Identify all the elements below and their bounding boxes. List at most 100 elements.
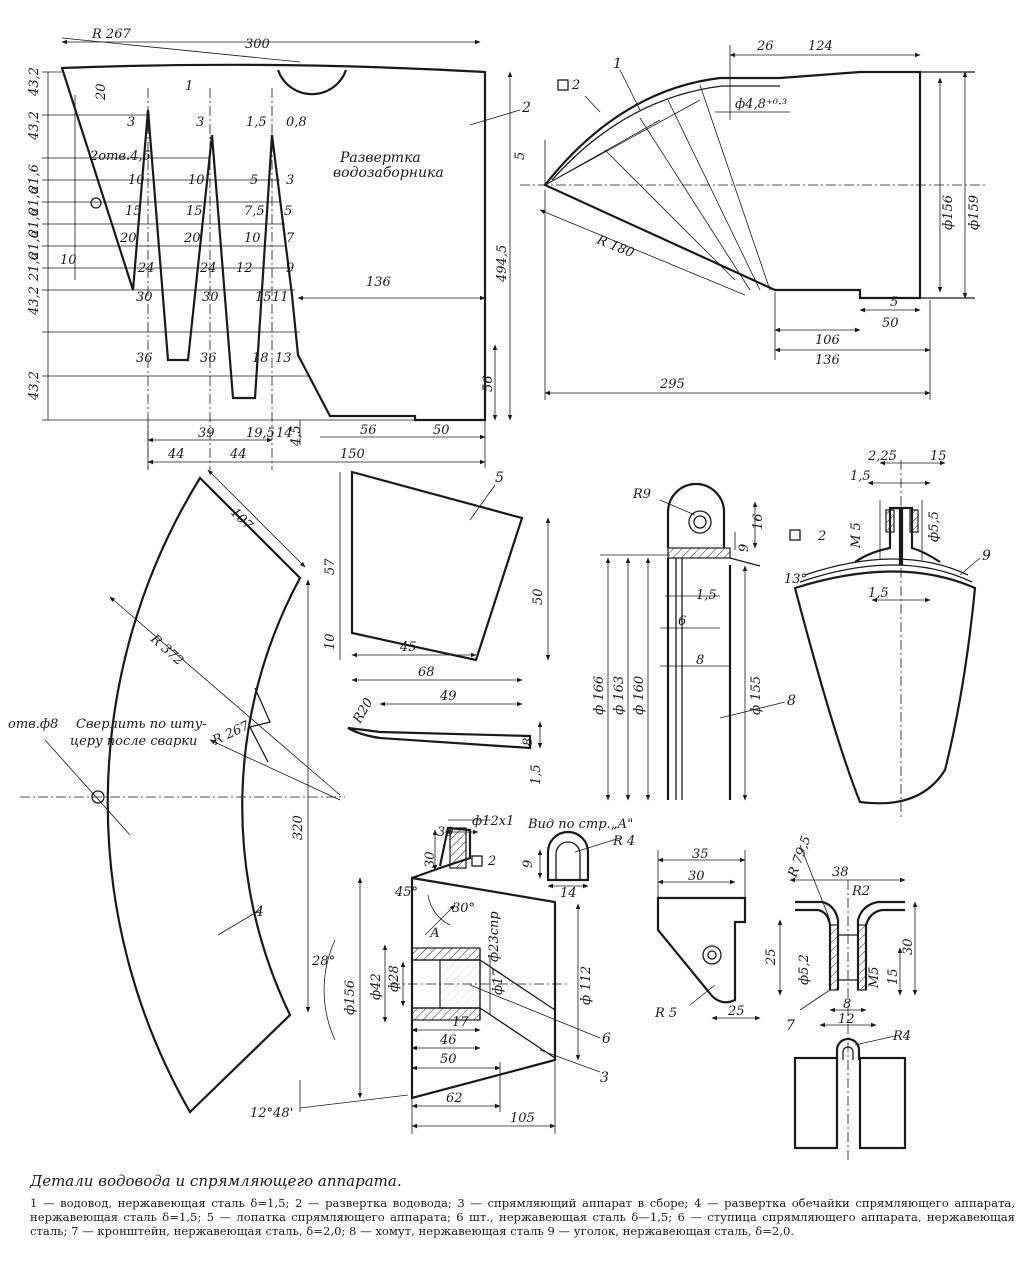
dim-3b: 3: [196, 115, 204, 130]
dim-phi17: ф17: [491, 968, 506, 995]
dim-105: 105: [510, 1111, 535, 1126]
dim-44b: 44: [229, 447, 247, 462]
dim-15b: 15: [186, 204, 203, 219]
figure-caption: Детали водовода и спрямляющего аппарата.…: [30, 1172, 1015, 1238]
dim-43-2b: 43,2: [27, 111, 42, 141]
dim-136: 136: [366, 275, 391, 290]
dim-13: 13: [275, 351, 292, 366]
dim-phi5-5: ф5,5: [927, 511, 942, 542]
dim-phi5-2: ф5,2: [797, 954, 812, 985]
part-number-8: 8: [787, 693, 796, 709]
dim-295: 295: [659, 377, 685, 392]
dim-1-5-blade: 1,5: [529, 764, 544, 785]
part-number-2: 2: [521, 100, 531, 116]
dim-1: 1: [185, 79, 193, 94]
dim-18: 18: [252, 351, 269, 366]
part-2-duct-development: R 267 300 20 1 3 3 1,5 0,8 43,2 43,2 21,…: [27, 27, 531, 470]
part-8-clamp: R9 16 9 13° 1,5 6 8 ф 166 ф 163 ф 160 ф …: [592, 482, 807, 801]
dim-1-5-angle: 1,5: [850, 469, 871, 484]
dim-weld-2: 2: [571, 78, 580, 93]
dim-phi160: ф 160: [632, 676, 647, 715]
dim-30-plate: 30: [688, 869, 705, 884]
part-7-bracket: R 79,5 38 R2 25 ф5,2 М5 15 30 8 12 7 R4: [764, 834, 918, 1160]
dim-9: 9: [286, 261, 294, 276]
dim-13-deg: 13°: [784, 572, 807, 587]
dim-30a: 30: [136, 290, 153, 305]
dim-1-5-lower: 1,5: [868, 586, 889, 601]
dim-30b: 30: [202, 290, 219, 305]
note-view-a: Вид по стр.„А": [527, 817, 633, 832]
dim-12-48: 12°48': [250, 1106, 293, 1121]
dim-15a: 15: [125, 204, 142, 219]
dim-35: 35: [692, 847, 709, 862]
dim-25-plate: 25: [727, 1004, 745, 1019]
part-number-3: 3: [600, 1070, 609, 1086]
dim-19-5: 19,5: [246, 426, 275, 441]
part-number-7: 7: [786, 1018, 795, 1034]
dim-7: 7: [286, 231, 295, 246]
part-9-angle: 2,25 15 1,5 М 5 ф5,5 2 1,5 9: [789, 449, 991, 820]
dim-30-side: 30: [423, 851, 438, 868]
dim-106: 106: [815, 333, 840, 348]
dim-62: 62: [446, 1091, 463, 1106]
caption-legend: 1 — водовод, нержавеющая сталь δ=1,5; 2 …: [30, 1196, 1015, 1238]
dim-30-top: 30: [437, 825, 454, 840]
dim-26: 26: [756, 39, 774, 54]
dim-49: 49: [439, 689, 457, 704]
dim-12: 12: [236, 261, 253, 276]
dim-8-bracket: 8: [843, 997, 851, 1012]
dim-2-25: 2,25: [867, 449, 897, 464]
dim-weld-2-assembly: 2: [487, 854, 496, 869]
dim-12-bracket: 12: [838, 1012, 855, 1027]
dim-8-clamp: 8: [696, 653, 704, 668]
dim-14: 14: [276, 426, 293, 441]
dim-50-blade: 50: [531, 588, 546, 605]
part-number-6: 6: [602, 1031, 611, 1047]
dim-10-blade: 10: [323, 633, 338, 650]
dim-56a: 56: [360, 423, 377, 438]
dim-30-bracket: 30: [901, 938, 916, 955]
dim-r180: R 180: [594, 232, 636, 261]
dim-10d: 10: [60, 253, 77, 268]
part-number-4: 4: [254, 904, 264, 920]
part-number-9: 9: [982, 548, 991, 564]
dim-r9: R9: [632, 487, 651, 502]
dim-phi159: ф159: [967, 195, 982, 230]
dim-15-bracket: 15: [886, 968, 901, 985]
dim-24b: 24: [199, 261, 217, 276]
dim-28-deg: 28°: [311, 954, 335, 969]
dim-va-14: 14: [560, 886, 577, 901]
dim-8-blade: 8: [521, 738, 536, 746]
dim-56b: 56: [481, 375, 496, 392]
dim-20: 20: [94, 83, 109, 101]
dim-10a: 10: [128, 173, 145, 188]
dim-phi155: ф 155: [749, 676, 764, 715]
dim-0-8: 0,8: [286, 115, 307, 130]
dim-50: 50: [433, 423, 450, 438]
note-drill-2: церу после сварки: [70, 734, 197, 749]
dim-5a: 5: [250, 173, 258, 188]
dim-phi156-assembly: ф156: [343, 980, 358, 1015]
dim-39: 39: [198, 426, 215, 441]
dim-136-bottom: 136: [815, 353, 840, 368]
dim-45-deg: 45°: [394, 885, 418, 900]
dim-24a: 24: [137, 261, 155, 276]
dim-r79-5: R 79,5: [785, 834, 814, 880]
dim-38: 38: [832, 865, 849, 880]
dim-5b: 5: [284, 204, 292, 219]
dim-phi166: ф 166: [592, 676, 607, 715]
dim-3a: 3: [127, 115, 135, 130]
dim-r267-top: R 267: [91, 27, 131, 42]
dim-494-5: 494,5: [495, 245, 510, 283]
label-arrow-a: А: [429, 926, 440, 941]
dim-1-5: 1,5: [246, 115, 267, 130]
dim-phi28: ф28: [387, 965, 402, 992]
part-7-bracket-plate: 35 30 R 5 25: [654, 847, 761, 1021]
dim-3c: 3: [286, 173, 294, 188]
dim-phi42: ф42: [369, 973, 384, 1000]
dim-4-5: 4,5: [289, 425, 304, 447]
caption-title: Детали водовода и спрямляющего аппарата.: [30, 1172, 402, 1190]
part-number-5: 5: [495, 470, 504, 486]
dim-43-2d: 43,2: [27, 371, 42, 401]
